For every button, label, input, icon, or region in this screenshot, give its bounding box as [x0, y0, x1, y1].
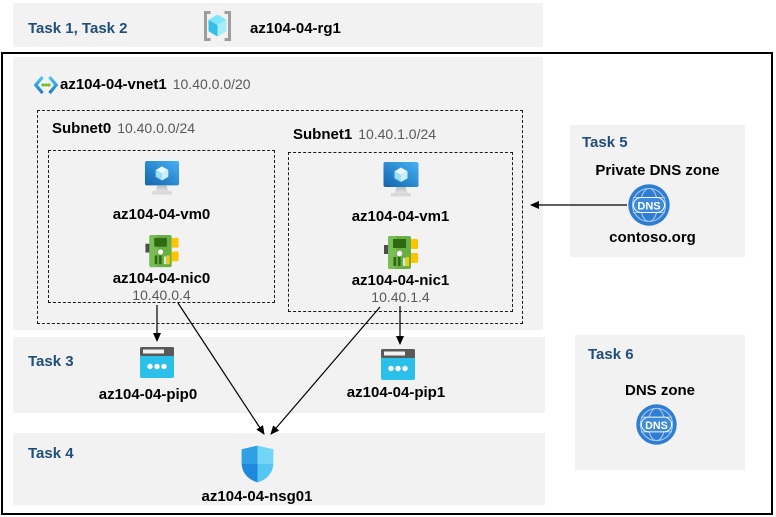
subnet0-name: Subnet0 [52, 120, 112, 137]
pip1-label: az104-04-pip1 [346, 384, 446, 401]
vm1-label: az104-04-vm1 [351, 208, 450, 225]
dns-zone-title-wrap: DNS zone [580, 382, 740, 400]
task-6-panel: Task 6 DNS zone [575, 335, 745, 470]
subnet0-cidr: 10.40.0.0/24 [117, 120, 196, 136]
resource-group-icon [204, 11, 231, 41]
subnet1-cidr: 10.40.1.0/24 [358, 126, 437, 142]
subnet0-title: Subnet0 10.40.0.0/24 [52, 120, 195, 138]
task-5-heading: Task 5 [582, 134, 628, 151]
private-dns-zone-title-wrap: Private DNS zone [574, 162, 741, 180]
subnet1-name: Subnet1 [293, 126, 353, 143]
task-1-2-heading: Task 1, Task 2 [28, 20, 128, 37]
public-ip-icon [381, 349, 415, 380]
virtual-network-icon [34, 75, 58, 95]
dns-globe-icon [628, 184, 670, 226]
vnet-cidr: 10.40.0.0/20 [172, 76, 251, 92]
task-4-heading: Task 4 [28, 445, 74, 462]
dns-zone-name-wrap: contoso.org [570, 229, 735, 247]
public-ip-icon [140, 347, 174, 378]
subnet0-box: az104-04-vm0 az104-04-nic0 10.40.0.4 [48, 150, 275, 303]
nic-icon [145, 234, 179, 268]
nsg-label: az104-04-nsg01 [201, 488, 313, 505]
nic0-ip: 10.40.0.4 [132, 287, 191, 303]
task-6-heading: Task 6 [588, 346, 634, 363]
private-dns-zone-title: Private DNS zone [595, 162, 720, 179]
nsg-shield-icon [241, 445, 274, 483]
task-5-panel: Task 5 Private DNS zone contoso.org [570, 125, 745, 257]
task-3-panel: Task 3 az104-04-pip0 az104-04-pip1 [13, 337, 545, 413]
task-4-panel: Task 4 az104-04-nsg01 [13, 433, 545, 505]
subnet1-box: az104-04-vm1 az104-04-nic1 10.40.1.4 [288, 152, 513, 312]
resource-group-name: az104-04-rg1 [250, 20, 341, 37]
dns-zone-name: contoso.org [609, 229, 696, 246]
pip1-label-wrap: az104-04-pip1 [316, 384, 476, 402]
task-3-heading: Task 3 [28, 353, 74, 370]
dns-globe-icon [636, 404, 677, 445]
virtual-machine-icon [383, 162, 419, 202]
nsg-label-wrap: az104-04-nsg01 [177, 488, 337, 506]
virtual-machine-icon [144, 161, 180, 200]
vnet-title: az104-04-vnet1 10.40.0.0/20 [60, 76, 251, 94]
subnet1-title: Subnet1 10.40.1.0/24 [293, 126, 436, 144]
pip0-label: az104-04-pip0 [98, 386, 198, 403]
dns-zone-title: DNS zone [624, 382, 695, 399]
pip0-label-wrap: az104-04-pip0 [68, 386, 228, 404]
vnet-name: az104-04-vnet1 [60, 76, 167, 93]
nic-icon [384, 235, 418, 270]
nic1-ip: 10.40.1.4 [371, 289, 430, 305]
vm0-label: az104-04-vm0 [112, 205, 211, 223]
nic1-label: az104-04-nic1 [351, 272, 450, 289]
vnet-panel: az104-04-vnet1 10.40.0.0/20 Subnet0 10.40.… [13, 57, 543, 330]
diagram-outer-border [1, 52, 773, 515]
task-1-2-panel: Task 1, Task 2 az104-04-rg1 [13, 3, 543, 47]
nic0-label: az104-04-nic0 [112, 270, 211, 287]
